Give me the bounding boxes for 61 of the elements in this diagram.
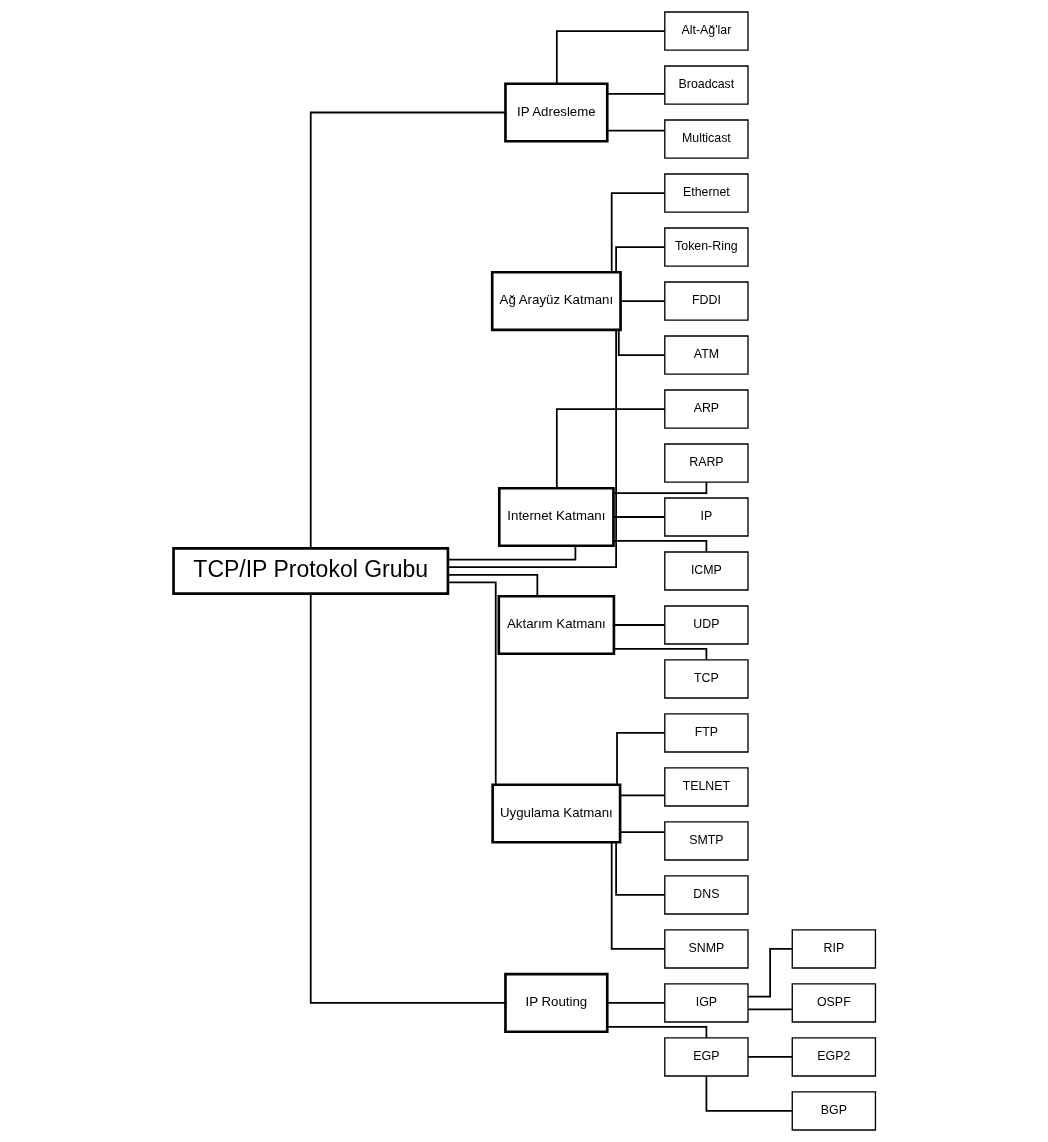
connector [610,841,665,950]
node-box: EGP2 [791,1037,876,1077]
node-box: Uygulama Katmanı [490,783,621,844]
connector [309,111,506,550]
node-box: Broadcast [663,65,749,105]
connector [612,481,707,494]
node-box: FDDI [663,281,749,321]
connector [615,732,665,786]
node-box: ARP [663,389,749,429]
connector [612,624,665,626]
node-box: TELNET [663,767,749,807]
node-box: IGP [663,983,749,1023]
connector [617,329,666,356]
node-box: DNS [663,875,749,915]
connector [606,1025,707,1039]
node-box: FTP [663,713,749,753]
connector [606,93,665,95]
connector [614,841,666,896]
node-box: OSPF [791,983,876,1023]
node-box: UDP [663,605,749,645]
connector [446,581,497,786]
node-box: BGP [791,1091,876,1131]
connector [746,948,793,998]
node-box: Ağ Arayüz Katmanı [490,270,622,332]
node-box: Ethernet [663,173,749,213]
node-box: SNMP [663,929,749,969]
node-box: RARP [663,443,749,483]
connector [446,329,617,569]
node-box: Alt-Ağ'lar [663,11,749,51]
node-box: Token-Ring [663,227,749,267]
connector [619,300,665,302]
connector [705,1075,793,1112]
node-box: IP Adresleme [503,82,609,143]
node-box: RIP [791,929,876,969]
connector [619,831,666,833]
connector [446,573,538,597]
connector [446,545,576,561]
connector [746,1056,793,1058]
node-box: SMTP [663,821,749,861]
connector [555,408,666,489]
node-box: IP Routing [503,972,609,1034]
connector [555,30,666,85]
connector [606,1002,665,1004]
connector [614,246,666,274]
node-box: TCP/IP Protokol Grubu [171,547,449,595]
connector [610,192,665,273]
connector [612,648,707,661]
node-box: IP [663,497,749,537]
connector [309,592,506,1004]
node-box: ATM [663,335,749,375]
node-box: Multicast [663,119,749,159]
connector [612,516,665,518]
node-box: Internet Katmanı [497,486,615,548]
connector [746,1008,793,1011]
node-box: Aktarım Katmanı [497,594,615,656]
node-box: ICMP [663,551,749,591]
connector [606,129,665,132]
node-box: TCP [663,659,749,699]
connector [612,540,707,553]
node-box: EGP [663,1037,749,1077]
connector [619,794,666,797]
